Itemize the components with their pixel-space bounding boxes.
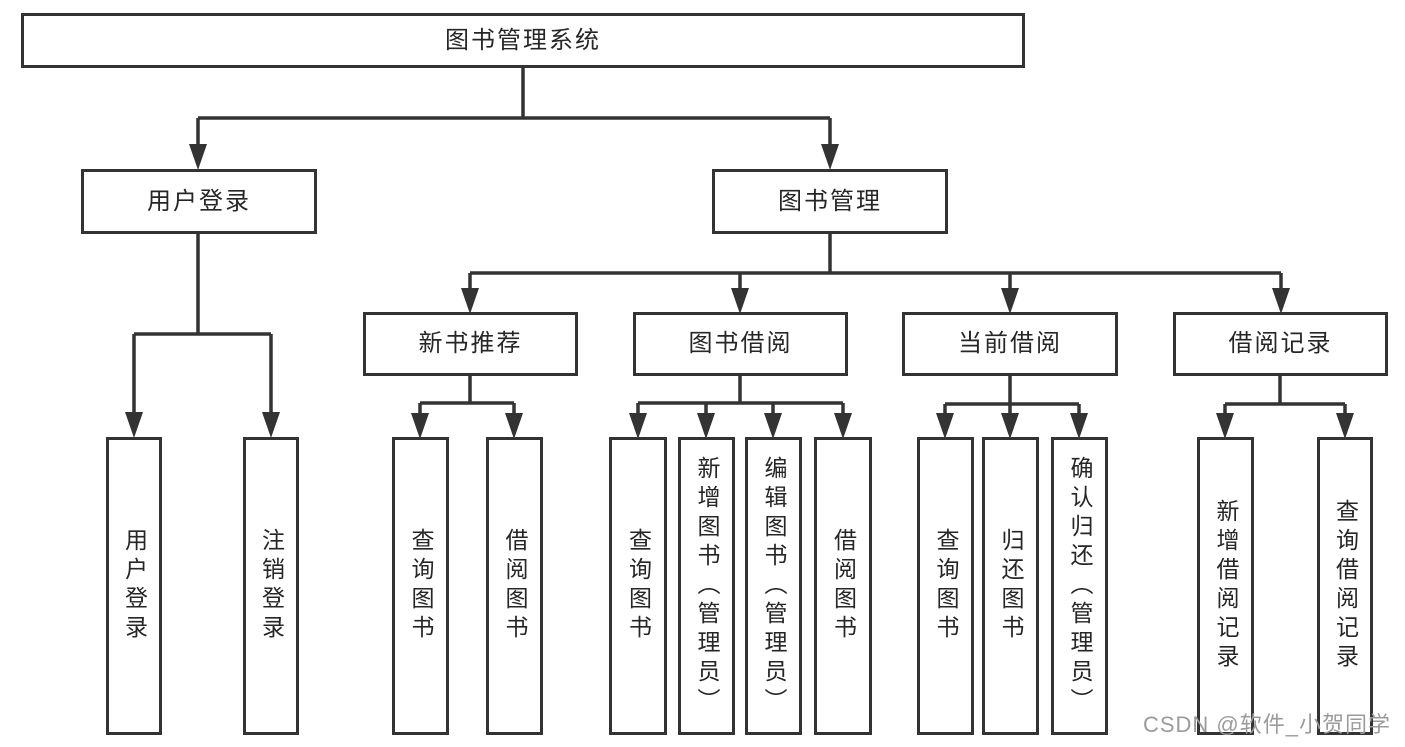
arrowhead bbox=[731, 288, 749, 314]
connector-new-books-to-leaves bbox=[411, 376, 523, 439]
leaf-current-query-books: 查询图书 bbox=[917, 437, 974, 735]
node-new-book-recommend: 新书推荐 bbox=[363, 312, 578, 376]
arrowhead bbox=[411, 413, 429, 439]
node-label: 新书推荐 bbox=[418, 330, 523, 357]
connector-user-login-to-leaves bbox=[125, 234, 280, 438]
leaf-newbooks-borrow-books: 借阅图书 bbox=[486, 437, 543, 735]
node-label: 新增借阅记录 bbox=[1213, 499, 1239, 673]
node-label: 图书借阅 bbox=[688, 330, 793, 357]
node-label: 新增图书（管理员） bbox=[694, 455, 720, 717]
leaf-logout: 注销登录 bbox=[243, 437, 299, 735]
node-label: 借阅图书 bbox=[830, 528, 857, 644]
arrowhead bbox=[629, 413, 647, 439]
leaf-borrowing-query-books: 查询图书 bbox=[609, 437, 667, 735]
node-book-management: 图书管理 bbox=[712, 169, 948, 234]
arrowhead bbox=[821, 144, 839, 170]
arrowhead bbox=[262, 412, 280, 438]
node-label: 查询图书 bbox=[933, 528, 959, 644]
connector-book-borrow-to-leaves bbox=[629, 376, 852, 439]
leaf-records-add-record: 新增借阅记录 bbox=[1197, 437, 1254, 735]
node-label: 编辑图书（管理员） bbox=[761, 455, 787, 717]
arrowhead bbox=[189, 144, 207, 170]
arrowhead bbox=[764, 413, 782, 439]
node-label: 查询图书 bbox=[625, 528, 652, 644]
node-label: 借阅记录 bbox=[1228, 330, 1333, 357]
node-label: 归还图书 bbox=[998, 528, 1024, 644]
node-borrow-records: 借阅记录 bbox=[1173, 312, 1388, 376]
node-label: 查询图书 bbox=[408, 528, 434, 644]
arrowhead bbox=[461, 288, 479, 314]
arrowhead bbox=[1272, 288, 1290, 314]
arrowhead bbox=[505, 413, 523, 439]
connector-borrow-records-to-leaves bbox=[1216, 376, 1354, 439]
arrowhead bbox=[1001, 413, 1019, 439]
arrowhead bbox=[1070, 413, 1088, 439]
arrowhead bbox=[1336, 413, 1354, 439]
node-label: 图书管理 bbox=[778, 187, 882, 215]
node-label: 注销登录 bbox=[258, 528, 285, 644]
node-label: 借阅图书 bbox=[502, 528, 528, 644]
connector-current-borrow-to-leaves bbox=[936, 376, 1088, 439]
arrowhead bbox=[834, 413, 852, 439]
node-current-borrowing: 当前借阅 bbox=[902, 312, 1118, 376]
arrowhead bbox=[697, 413, 715, 439]
node-label: 用户登录 bbox=[121, 528, 148, 644]
connector-book-mgmt-to-level3 bbox=[461, 234, 1290, 314]
leaf-user-login: 用户登录 bbox=[106, 437, 162, 735]
node-root-system: 图书管理系统 bbox=[21, 13, 1025, 68]
arrowhead bbox=[125, 412, 143, 438]
node-label: 当前借阅 bbox=[958, 330, 1062, 357]
node-book-borrowing: 图书借阅 bbox=[633, 312, 848, 376]
leaf-borrowing-edit-books-admin: 编辑图书（管理员） bbox=[745, 437, 802, 735]
arrowhead bbox=[1001, 288, 1019, 314]
node-user-login: 用户登录 bbox=[81, 169, 317, 234]
leaf-borrowing-borrow-books: 借阅图书 bbox=[814, 437, 872, 735]
leaf-newbooks-query-books: 查询图书 bbox=[392, 437, 449, 735]
connector-root-to-level2 bbox=[189, 68, 839, 170]
leaf-current-confirm-return-admin: 确认归还（管理员） bbox=[1051, 437, 1108, 735]
node-label: 确认归还（管理员） bbox=[1067, 455, 1093, 717]
arrowhead bbox=[936, 413, 954, 439]
leaf-records-query-record: 查询借阅记录 bbox=[1317, 437, 1373, 735]
node-label: 图书管理系统 bbox=[445, 26, 601, 54]
node-label: 用户登录 bbox=[147, 187, 251, 215]
leaf-current-return-books: 归还图书 bbox=[982, 437, 1039, 735]
node-label: 查询借阅记录 bbox=[1332, 499, 1359, 673]
leaf-borrowing-add-books-admin: 新增图书（管理员） bbox=[678, 437, 735, 735]
csdn-watermark: CSDN @软件_小贺同学 bbox=[1142, 712, 1391, 737]
arrowhead bbox=[1216, 413, 1234, 439]
